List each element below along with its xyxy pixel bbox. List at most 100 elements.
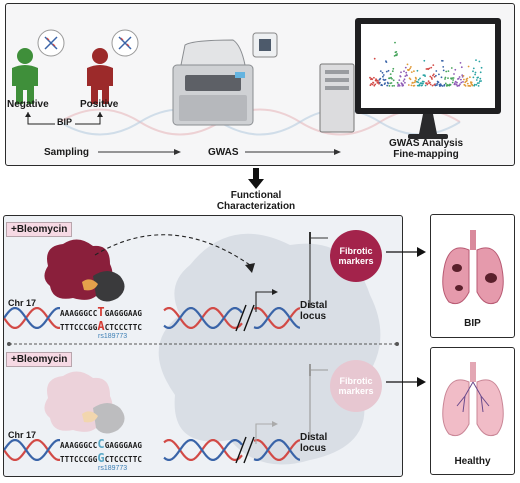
plot-dot xyxy=(441,85,444,87)
seq-top: AAAGGGCCTGAGGGAAG xyxy=(60,305,142,319)
plot-dot xyxy=(475,79,478,81)
dna-strand xyxy=(253,439,300,461)
plot-dot xyxy=(416,84,419,87)
plot-dot xyxy=(392,79,395,82)
plot-dot xyxy=(455,83,458,86)
plot-dot xyxy=(404,75,407,77)
plot-dot xyxy=(450,67,453,69)
plot-dot xyxy=(415,78,417,80)
fibrotic-markers-label: Fibrotic markers xyxy=(338,376,374,396)
plot-dot xyxy=(432,73,435,76)
plot-dot xyxy=(389,73,392,75)
treatment-tag: +Bleomycin xyxy=(6,222,73,237)
plot-dot xyxy=(480,80,482,82)
plot-dot xyxy=(385,61,388,63)
plot-dot xyxy=(460,81,463,84)
fibrotic-markers-badge: Fibrotic markers xyxy=(330,230,382,282)
plot-dot xyxy=(410,71,413,73)
panel-separator xyxy=(7,342,399,346)
plot-dot xyxy=(391,78,393,80)
dna-strand xyxy=(163,307,243,329)
plot-dot xyxy=(404,81,406,84)
dna-strand xyxy=(253,307,300,329)
dna-strand xyxy=(4,307,60,329)
plot-dot xyxy=(429,83,432,86)
dna-strand xyxy=(253,439,300,461)
plot-dot xyxy=(379,77,382,80)
break-mark xyxy=(243,436,255,464)
plot-dot xyxy=(396,81,399,84)
plot-dot xyxy=(454,68,457,71)
seq-top: AAAGGGCCCGAGGGAAG xyxy=(60,437,142,451)
plot-dot xyxy=(409,67,411,70)
break-mark xyxy=(243,304,255,332)
plot-dot xyxy=(404,66,407,69)
plot-dot xyxy=(425,68,428,70)
negative-person-icon xyxy=(12,48,38,104)
plot-dot xyxy=(464,85,467,87)
plot-dot xyxy=(384,78,387,81)
outcome-arrows xyxy=(386,247,426,387)
plot-dot xyxy=(478,60,481,63)
plot-dot xyxy=(386,84,389,87)
plot-dot xyxy=(476,82,479,84)
dna-strand xyxy=(253,307,300,329)
plot-dot xyxy=(451,77,454,79)
dna-strand xyxy=(163,307,243,329)
treatment-tag: +Bleomycin xyxy=(6,352,73,367)
plot-dot xyxy=(451,81,454,84)
plot-dot xyxy=(463,78,465,81)
healthy-lungs-icon xyxy=(442,362,504,437)
plot-dot xyxy=(459,62,462,64)
plot-dot xyxy=(405,71,408,74)
plot-dot xyxy=(433,75,436,78)
seq-top-right: GAGGGAAG xyxy=(104,441,143,450)
fibrotic-markers-badge: Fibrotic markers xyxy=(330,360,382,412)
computer-tower-icon xyxy=(319,63,355,133)
regulation-arrow xyxy=(94,234,255,273)
plot-dot xyxy=(458,76,461,78)
plot-dot xyxy=(409,78,412,81)
seq-top-left: AAAGGGCC xyxy=(60,441,98,450)
plot-dot xyxy=(475,83,478,86)
plot-dot xyxy=(412,81,414,84)
plot-dot xyxy=(436,82,439,85)
plot-dot xyxy=(452,79,454,81)
plot-dot xyxy=(474,73,476,76)
plot-dot xyxy=(442,69,445,72)
dna-strand xyxy=(4,307,60,329)
plot-dot xyxy=(469,85,472,87)
plot-dot xyxy=(391,85,394,87)
repressor-line-upper xyxy=(309,232,328,308)
chip-icon xyxy=(252,32,278,58)
risk-allele-bottom: A xyxy=(97,319,105,333)
plot-dot xyxy=(399,75,402,78)
plot-dot xyxy=(398,84,401,87)
plot-dot xyxy=(388,85,391,87)
manhattan-dots xyxy=(369,41,483,87)
plot-dot xyxy=(417,81,420,84)
plot-dot xyxy=(426,83,429,86)
plot-dot xyxy=(473,83,476,86)
negative-label: Negative xyxy=(7,99,49,110)
plot-dot xyxy=(445,70,448,73)
plot-dot xyxy=(400,71,402,74)
plot-dot xyxy=(441,60,444,62)
plot-dot xyxy=(413,84,416,87)
plot-dot xyxy=(437,81,440,84)
plot-dot xyxy=(374,83,377,86)
gwas-label: GWAS xyxy=(208,147,239,158)
plot-dot xyxy=(444,78,446,80)
dna-bubble-icon xyxy=(111,29,139,57)
plot-dot xyxy=(423,59,426,62)
plot-dot xyxy=(472,67,475,70)
plot-dot xyxy=(430,66,433,69)
bip-bracket xyxy=(25,112,103,125)
dna-strand xyxy=(163,439,243,461)
plot-dot xyxy=(462,75,465,77)
seq-bottom-left: TTTCCCGG xyxy=(60,455,98,464)
seq-bottom: TTTCCCGGACTCCCTTC xyxy=(60,319,142,333)
plot-dot xyxy=(369,84,372,87)
plot-dot xyxy=(431,78,433,80)
plot-dot xyxy=(413,70,415,73)
